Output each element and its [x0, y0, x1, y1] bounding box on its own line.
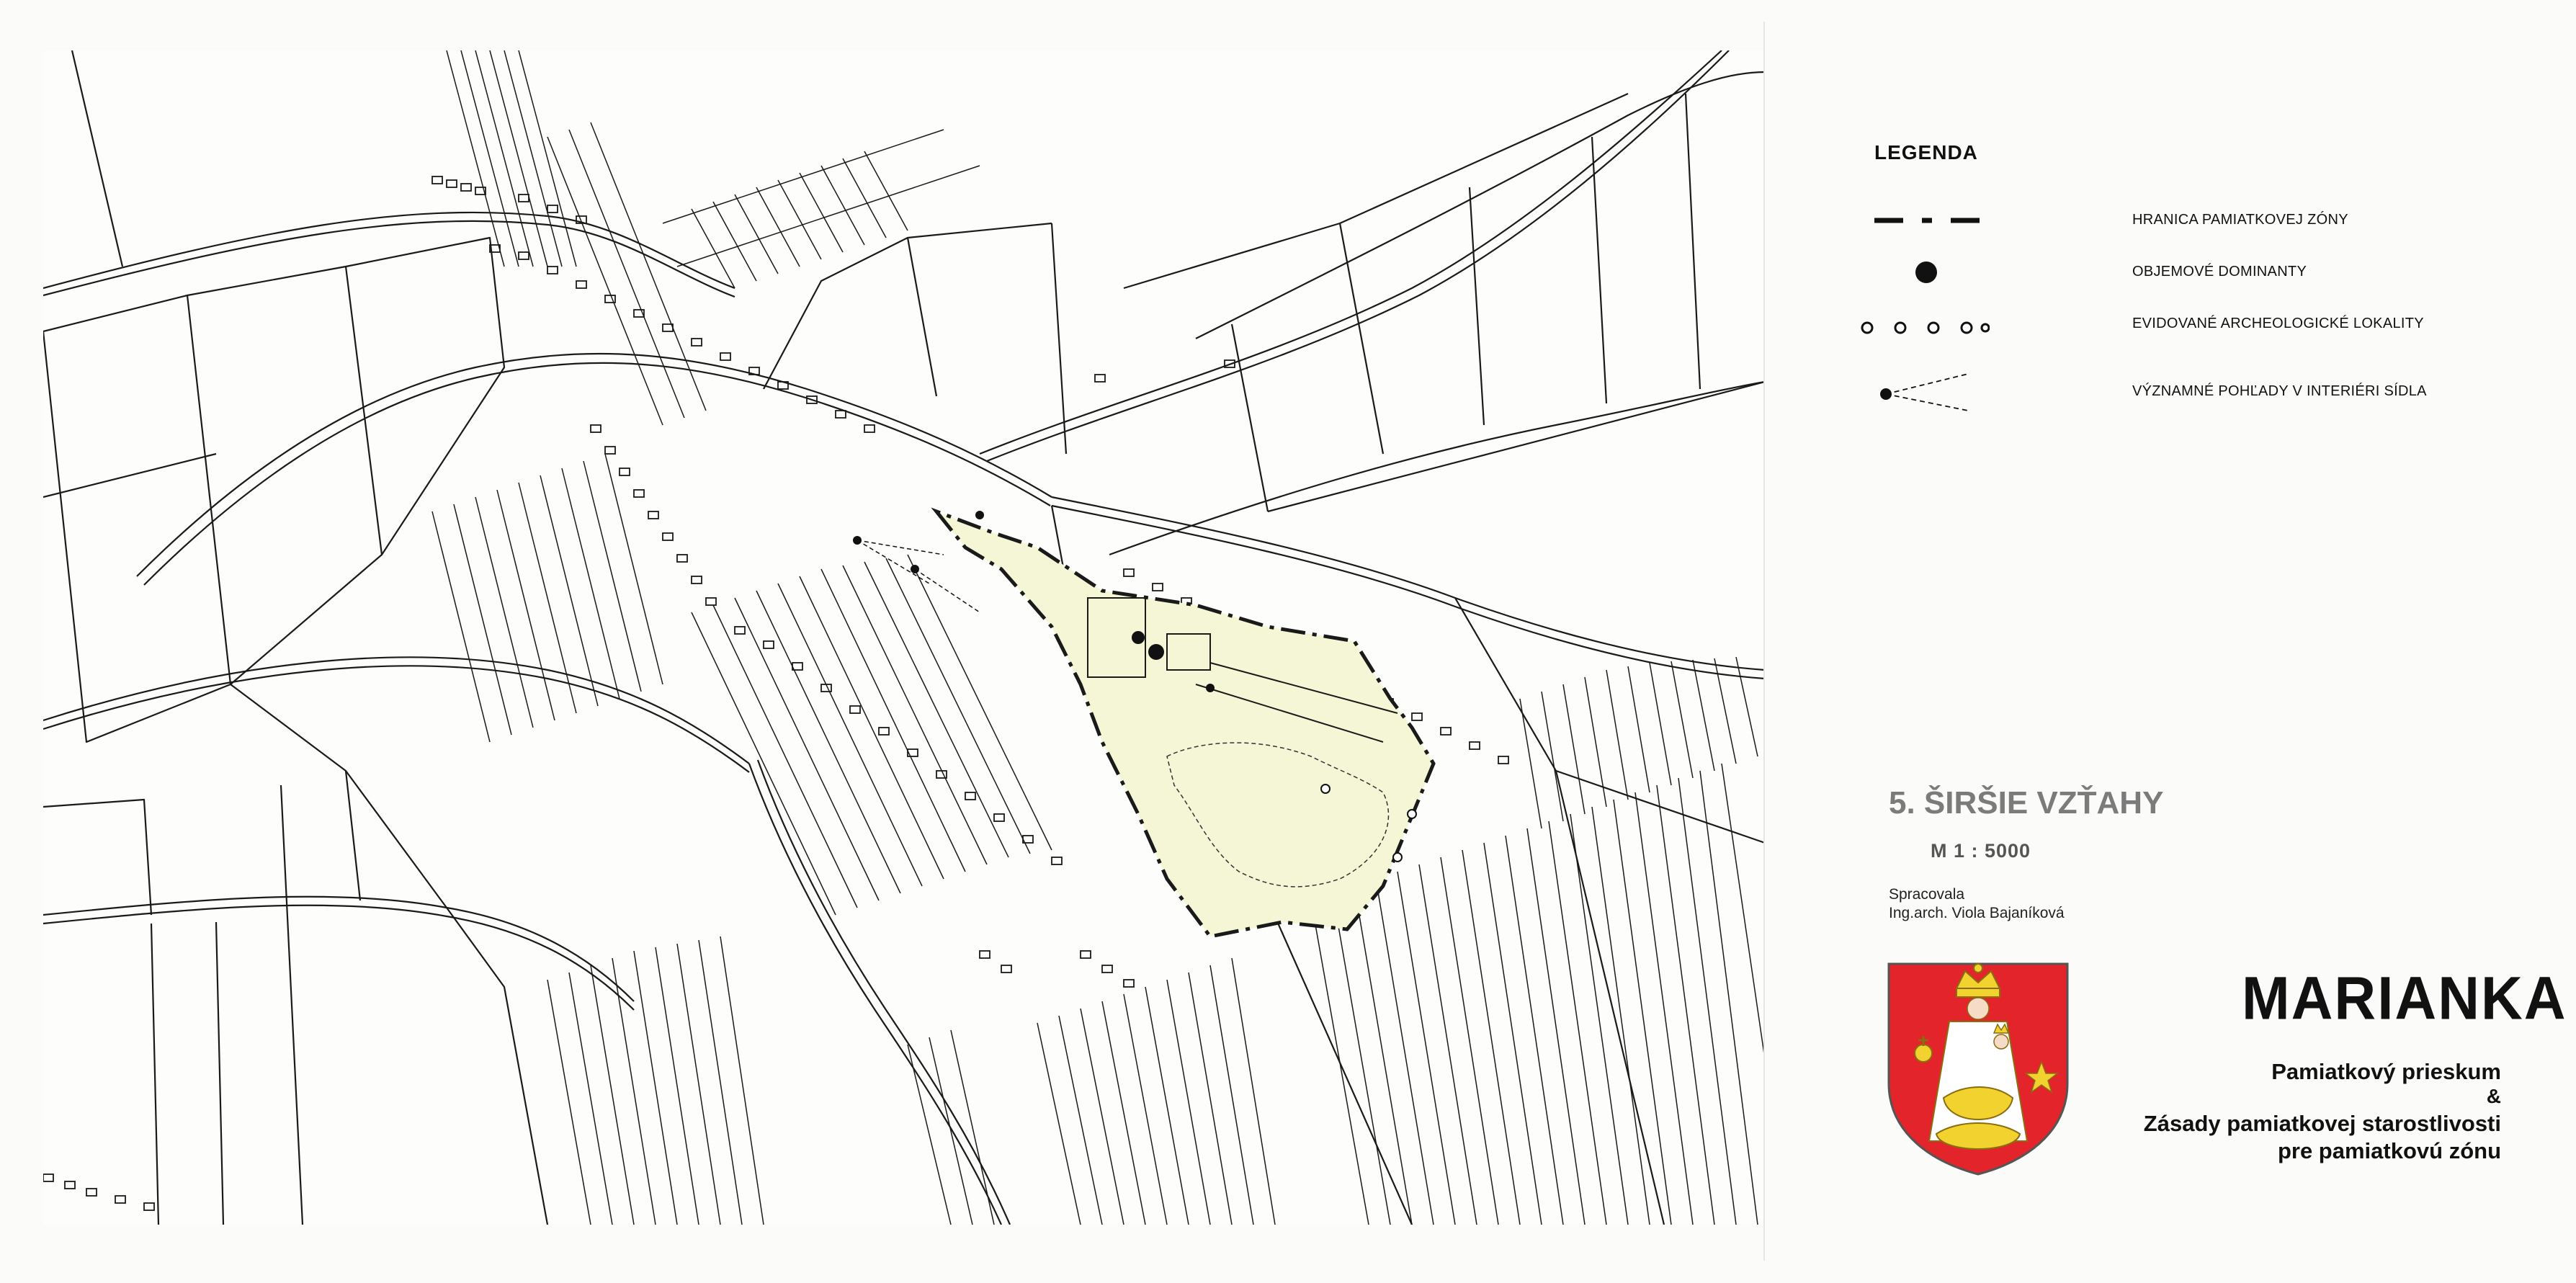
road-main	[136, 352, 1052, 577]
viewpoint-rays-icon	[1880, 373, 1969, 411]
road-west-b	[43, 665, 750, 773]
road-sw-b	[43, 904, 635, 1011]
sheet-fold	[1763, 22, 1765, 1261]
strips-village-s	[691, 554, 1052, 916]
strips-east	[1519, 656, 1758, 829]
road-west	[43, 656, 750, 764]
strips-se	[1310, 763, 1765, 1225]
viewpoint-rays-map	[857, 540, 980, 613]
road-main-b	[143, 362, 1051, 586]
road-south	[748, 763, 1003, 1225]
legend-label: HRANICA PAMIATKOVEJ ZÓNY	[2132, 212, 2348, 228]
dash-dot-line-icon	[1874, 218, 1980, 223]
road-hill	[1109, 380, 1765, 556]
road-north	[43, 211, 735, 290]
project-line-2: &	[2486, 1085, 2501, 1107]
road-ne	[979, 50, 1722, 455]
dominant-dots	[853, 511, 1215, 692]
project-line-4: pre pamiatkovú zónu	[2277, 1138, 2501, 1163]
coat-of-arms-icon	[1887, 962, 2069, 1176]
road-far-ne	[1195, 71, 1765, 339]
legend-label: VÝZNAMNÉ POHĽADY V INTERIÉRI SÍDLA	[2132, 383, 2427, 399]
strips-south	[547, 936, 1276, 1225]
filled-dot-icon	[1915, 261, 1937, 283]
map-drawing	[43, 50, 1765, 1225]
author-name: Ing.arch. Viola Bajaníková	[1889, 905, 2065, 921]
legend-label: OBJEMOVÉ DOMINANTY	[2132, 264, 2307, 280]
strips-north	[662, 129, 980, 289]
circles-row-icon	[1861, 321, 1990, 334]
road-east	[1051, 496, 1765, 671]
project-line-3: Zásady pamiatkovej starostlivosti	[2143, 1111, 2501, 1136]
parcel-strips	[431, 50, 1765, 1225]
legend-item-viewpoints: VÝZNAMNÉ POHĽADY V INTERIÉRI SÍDLA	[1860, 370, 2508, 413]
sheet-title: 5. ŠIRŠIE VZŤAHY	[1889, 785, 2164, 821]
archaeological-site-ring	[1166, 742, 1390, 888]
heritage-zone-area	[931, 507, 1436, 939]
legend-item-archaeology: EVIDOVANÉ ARCHEOLOGICKÉ LOKALITY	[1860, 303, 2508, 346]
legend-label: EVIDOVANÉ ARCHEOLOGICKÉ LOKALITY	[2132, 316, 2424, 331]
map-scale: M 1 : 5000	[1931, 840, 2031, 862]
cadastral-map[interactable]	[43, 50, 1765, 1225]
road-north-b	[43, 220, 735, 298]
town-name: MARIANKA	[2242, 964, 2567, 1032]
strips-village-n	[446, 50, 707, 426]
archaeology-circles	[1320, 784, 1417, 862]
legend-item-dominants: OBJEMOVÉ DOMINANTY	[1860, 251, 2508, 294]
info-panel: LEGENDA HRANICA PAMIATKOVEJ ZÓNY OBJEMOV…	[1766, 0, 2576, 1283]
road-ne-b	[986, 50, 1730, 462]
strips-west	[431, 453, 663, 743]
legend-item-zone-boundary: HRANICA PAMIATKOVEJ ZÓNY	[1860, 199, 2508, 242]
buildings	[43, 176, 1509, 1211]
legend-title: LEGENDA	[1874, 141, 1978, 164]
road-south-b	[756, 759, 1011, 1225]
project-line-1: Pamiatkový prieskum	[2271, 1059, 2501, 1084]
road-sw	[43, 895, 635, 1002]
author-label: Spracovala	[1889, 886, 1965, 903]
road-east-b	[1051, 504, 1765, 680]
